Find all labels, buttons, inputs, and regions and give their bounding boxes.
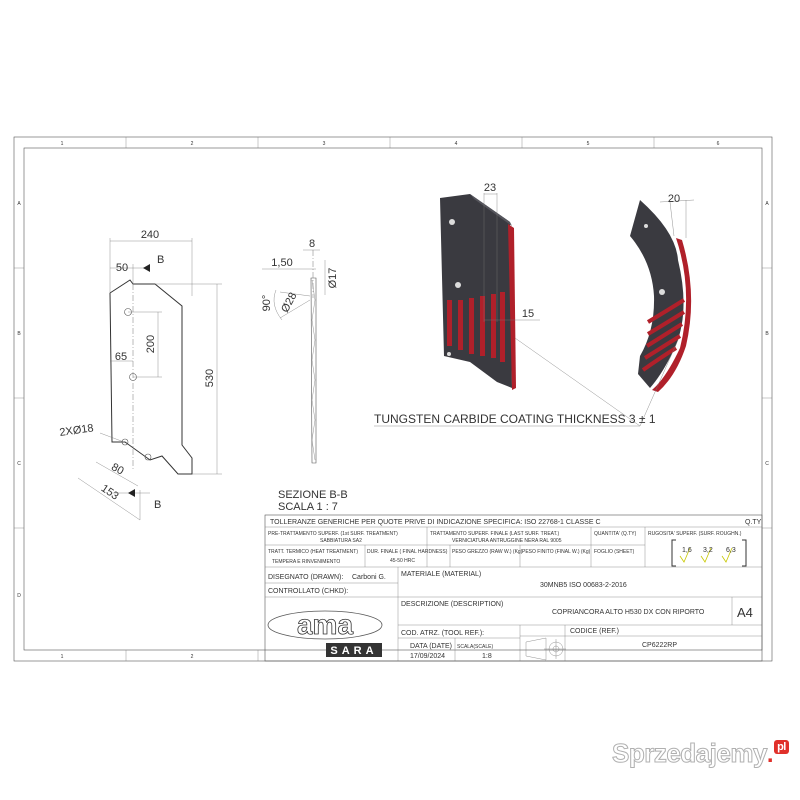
code-value: CP6222RP — [642, 642, 677, 649]
company-logo: ama SARA — [267, 609, 383, 657]
dim-50: 50 — [116, 262, 128, 274]
section-marker-bottom: B — [154, 499, 161, 511]
qty-label: Q.TY — [745, 519, 762, 526]
zone-col-5: 5 — [587, 141, 590, 147]
dim-iso-15: 15 — [522, 308, 534, 320]
pretreat-value: SABBIATURA SA2 — [320, 538, 362, 544]
material-value: 30MNB5 ISO 00683-2-2016 — [540, 582, 627, 589]
finish-value: VERNICIATURA ANTRUGGINE NERA RAL 9005 — [452, 538, 562, 544]
pretreat-label: PRE-TRATTAMENTO SUPERF. (1st SURF. TREAT… — [268, 531, 398, 537]
dim-section-90: 90° — [261, 295, 273, 312]
zone-row-c-right: C — [765, 461, 769, 467]
material-label: MATERIALE (MATERIAL) — [401, 571, 481, 578]
scale-label: SCALA(SCALE) — [457, 644, 493, 650]
dim-iso-20: 20 — [668, 193, 680, 205]
watermark-dot: . — [766, 741, 774, 768]
roughness-label: RUGOSITA' SUPERF. (SURF. ROUGHN.) — [648, 531, 742, 537]
front-view-outline — [109, 279, 193, 475]
roughness-3: 6,3 — [726, 547, 736, 554]
hole-bottom-right — [144, 453, 152, 461]
tool-ref-label: COD. ATRZ. (TOOL REF.): — [401, 630, 484, 637]
section-profile — [310, 277, 317, 464]
projection-symbol-icon — [525, 637, 566, 661]
front-view: 240 50 B 200 530 65 2XØ18 80 153 B — [59, 229, 222, 521]
section-view: 8 1,50 Ø17 90° Ø28 — [261, 238, 339, 464]
carbide-edge-front — [508, 224, 516, 390]
logo-text-bottom: SARA — [330, 645, 377, 657]
code-label: CODICE (REF.) — [570, 628, 619, 635]
roughness-1: 1,6 — [682, 547, 692, 554]
title-block: TOLLERANZE GENERICHE PER QUOTE PRIVE DI … — [264, 514, 763, 662]
zone-col-4: 4 — [455, 141, 458, 147]
zone-row-a-right: A — [765, 201, 769, 207]
dim-iso-23: 23 — [484, 182, 496, 194]
zone-col-3: 3 — [323, 141, 326, 147]
hole-bottom-left — [121, 438, 129, 446]
watermark-text: Sprzedajemy — [612, 738, 768, 769]
section-marker-top: B — [157, 254, 164, 266]
drawn-value: Carboni G. — [352, 574, 386, 581]
drawing-frame: 1 2 3 4 5 6 1 2 A B C D A B C — [13, 136, 773, 662]
zone-col-2-bottom: 2 — [191, 654, 194, 660]
zone-col-1-bottom: 1 — [61, 654, 64, 660]
dim-240: 240 — [141, 229, 159, 241]
coating-note-text: TUNGSTEN CARBIDE COATING THICKNESS 3 ± 1 — [374, 412, 656, 426]
dim-section-d17: Ø17 — [327, 268, 339, 289]
dim-section-150: 1,50 — [271, 257, 292, 269]
description-value: COPRIANCORA ALTO H530 DX CON RIPORTO — [552, 609, 705, 616]
final-weight-label: PESO FINITO (FINAL W.) (Kg) — [522, 549, 591, 555]
coating-note: TUNGSTEN CARBIDE COATING THICKNESS 3 ± 1 — [374, 337, 679, 427]
raw-weight-label: PESO GREZZO (RAW W.) (Kg) — [452, 549, 523, 555]
zone-row-d: D — [17, 593, 21, 599]
scale-value: 1:8 — [482, 653, 492, 660]
dim-section-8: 8 — [309, 238, 315, 250]
tolerances-text: TOLLERANZE GENERICHE PER QUOTE PRIVE DI … — [270, 519, 601, 526]
heat-label: TRATT. TERMICO (HEAT TREATMENT) — [268, 549, 358, 555]
date-value: 17/09/2024 — [410, 653, 445, 660]
dim-80: 80 — [109, 461, 125, 477]
zone-col-6: 6 — [717, 141, 720, 147]
quantity-label: QUANTITA' (Q.TY) — [594, 531, 637, 537]
dim-153: 153 — [99, 482, 121, 502]
description-label: DESCRIZIONE (DESCRIPTION) — [401, 601, 503, 608]
finish-label: TRATTAMENTO SUPERF. FINALE (LAST SURF. T… — [430, 531, 560, 537]
zone-col-2: 2 — [191, 141, 194, 147]
zone-row-b: B — [17, 331, 21, 337]
drawn-label: DISEGNATO (DRAWN): — [268, 574, 343, 581]
zone-row-b-right: B — [765, 331, 769, 337]
iso-view-side: 20 — [630, 193, 695, 392]
date-label: DATA (DATE) — [410, 643, 452, 650]
watermark: Sprzedajemy.pl — [612, 738, 789, 769]
zone-row-c: C — [17, 461, 21, 467]
roughness-2: 3,2 — [703, 547, 713, 554]
hardness-value: 45-50 HRC — [390, 558, 415, 564]
checked-label: CONTROLLATO (CHKD): — [268, 588, 348, 595]
dim-530: 530 — [204, 369, 216, 387]
dim-200: 200 — [145, 335, 157, 353]
section-scale: SCALA 1 : 7 — [278, 501, 338, 513]
iso-view-front: 23 15 — [440, 182, 540, 390]
zone-row-a: A — [17, 201, 21, 207]
heat-value: TEMPERA E RINVENIMENTO — [272, 559, 340, 565]
logo-text-top: ama — [297, 609, 353, 640]
carbide-edge-side — [652, 238, 692, 392]
sheet-size: A4 — [737, 605, 753, 620]
dim-holes: 2XØ18 — [59, 422, 95, 439]
sheet-label: FOGLIO (SHEET) — [594, 549, 635, 555]
watermark-suffix: pl — [774, 740, 789, 754]
hardness-label: DUR. FINALE ( FINAL HARDNESS) — [367, 549, 448, 555]
dim-65: 65 — [115, 351, 127, 363]
zone-col-1: 1 — [61, 141, 64, 147]
section-title: SEZIONE B-B — [278, 489, 348, 501]
